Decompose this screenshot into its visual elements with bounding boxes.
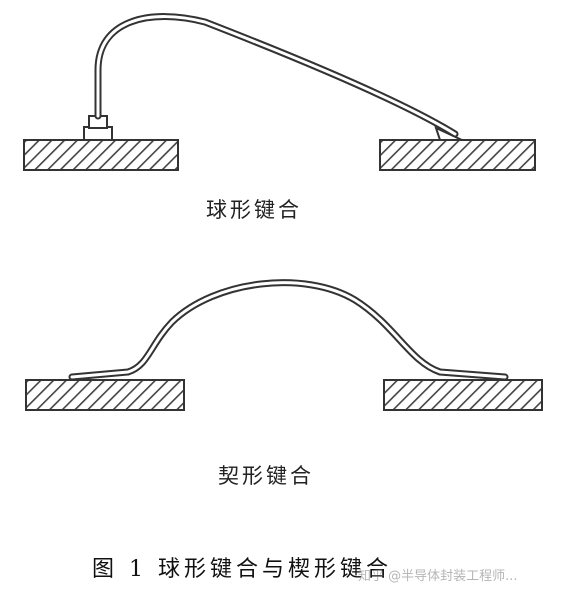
wedge-bond-wire-inner xyxy=(70,281,507,379)
watermark: 知乎 @半导体封装工程师... xyxy=(358,569,518,584)
ball-bonding-diagram xyxy=(23,13,536,171)
figure-caption: 图 1 球形键合与楔形键合 xyxy=(92,557,392,582)
wedge-bond-wire xyxy=(68,279,509,381)
wedge-bonding-label: 契形键合 xyxy=(218,464,314,488)
left-bond-pad xyxy=(23,139,179,171)
ball-bond-wire xyxy=(94,13,459,138)
wedge-bonding-diagram xyxy=(25,279,543,411)
left-wedge-pad xyxy=(25,379,185,411)
stitch-bond xyxy=(434,126,463,141)
right-bond-pad xyxy=(379,139,536,171)
ball-bond-wire-inner xyxy=(96,15,457,136)
right-wedge-pad xyxy=(383,379,543,411)
ball-bonding-label: 球形键合 xyxy=(206,198,302,222)
